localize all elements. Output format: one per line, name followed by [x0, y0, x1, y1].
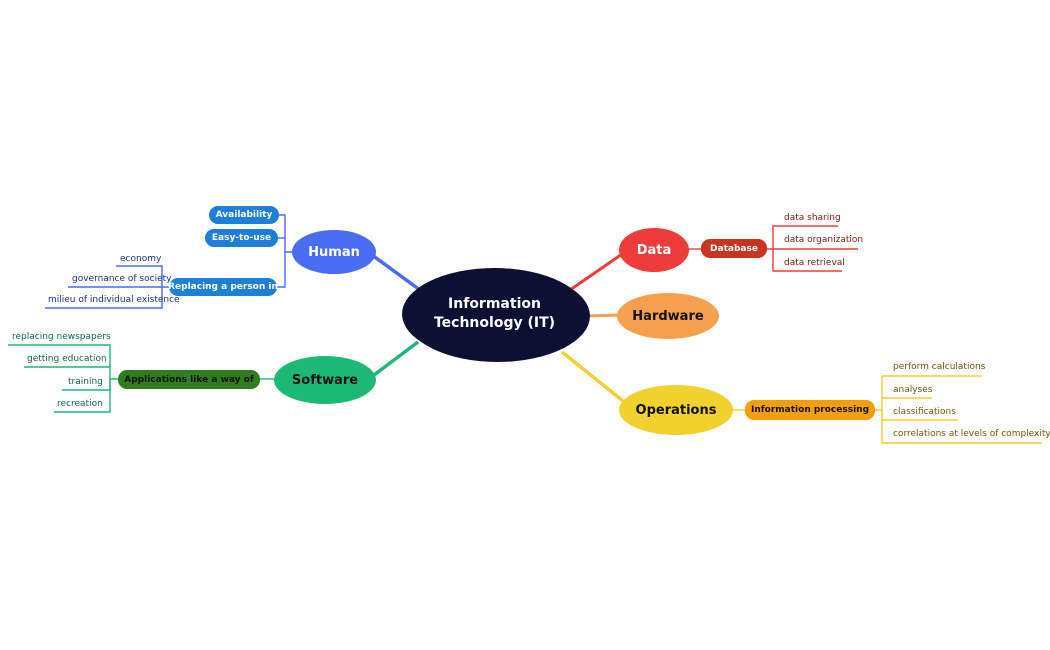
connector-center-human	[370, 253, 422, 292]
leaf-governance-of-society[interactable]: governance of society	[72, 274, 172, 284]
operations-leaf-connectors	[874, 375, 1042, 444]
leaf-recreation[interactable]: recreation	[57, 399, 103, 409]
subtopic-information-processing-label: Information processing	[751, 405, 870, 415]
central-topic-line2: Technology (IT)	[433, 315, 556, 331]
subtopic-applications[interactable]: Applications like a way of	[118, 370, 260, 389]
subtopic-availability-label: Availability	[215, 210, 273, 220]
connector-center-software	[368, 340, 420, 380]
topic-software[interactable]: Software	[274, 356, 376, 404]
leaf-analyses[interactable]: analyses	[893, 385, 933, 395]
leaf-perform-calculations[interactable]: perform calculations	[893, 362, 986, 372]
subtopic-easy-to-use[interactable]: Easy-to-use	[205, 229, 278, 247]
subtopic-information-processing[interactable]: Information processing	[745, 400, 875, 420]
topic-operations-label: Operations	[635, 402, 717, 418]
human-sub-connectors	[277, 214, 292, 288]
topic-operations[interactable]: Operations	[619, 385, 733, 435]
leaf-classifications[interactable]: classifications	[893, 407, 956, 417]
central-topic[interactable]: Information Technology (IT)	[402, 268, 587, 360]
leaf-data-organization[interactable]: data organization	[784, 235, 864, 245]
topic-hardware[interactable]: Hardware	[617, 293, 719, 339]
topic-human-label: Human	[308, 244, 360, 260]
connector-center-hardware	[586, 313, 621, 318]
human-leaf-connectors	[45, 265, 169, 309]
topic-hardware-label: Hardware	[632, 308, 704, 324]
leaf-milieu-individual-existence[interactable]: milieu of individual existence	[48, 295, 180, 305]
subtopic-replacing-person[interactable]: Replacing a person in	[168, 278, 278, 296]
leaf-data-retrieval[interactable]: data retrieval	[784, 258, 845, 268]
central-topic-line1: Information	[448, 296, 541, 312]
software-leaf-connectors	[8, 344, 118, 413]
subtopic-applications-label: Applications like a way of	[124, 374, 254, 385]
connector-center-data	[569, 248, 629, 292]
leaf-correlations[interactable]: correlations at levels of complexity	[893, 429, 1050, 439]
data-leaf-connectors	[767, 225, 858, 272]
topic-human[interactable]: Human	[292, 230, 376, 274]
subtopic-replacing-person-label: Replacing a person in	[168, 282, 278, 292]
leaf-economy[interactable]: economy	[120, 254, 162, 264]
topic-data-label: Data	[636, 242, 672, 258]
connector-center-operations	[560, 350, 630, 407]
leaf-data-sharing[interactable]: data sharing	[784, 213, 841, 223]
leaf-getting-education[interactable]: getting education	[27, 354, 107, 364]
topic-data[interactable]: Data	[619, 228, 689, 272]
leaf-replacing-newspapers[interactable]: replacing newspapers	[12, 332, 111, 342]
topic-software-label: Software	[291, 372, 359, 388]
subtopic-database-label: Database	[710, 243, 758, 254]
subtopic-easy-to-use-label: Easy-to-use	[211, 233, 272, 243]
leaf-training[interactable]: training	[68, 377, 103, 387]
subtopic-availability[interactable]: Availability	[209, 206, 279, 224]
subtopic-database[interactable]: Database	[701, 239, 767, 258]
